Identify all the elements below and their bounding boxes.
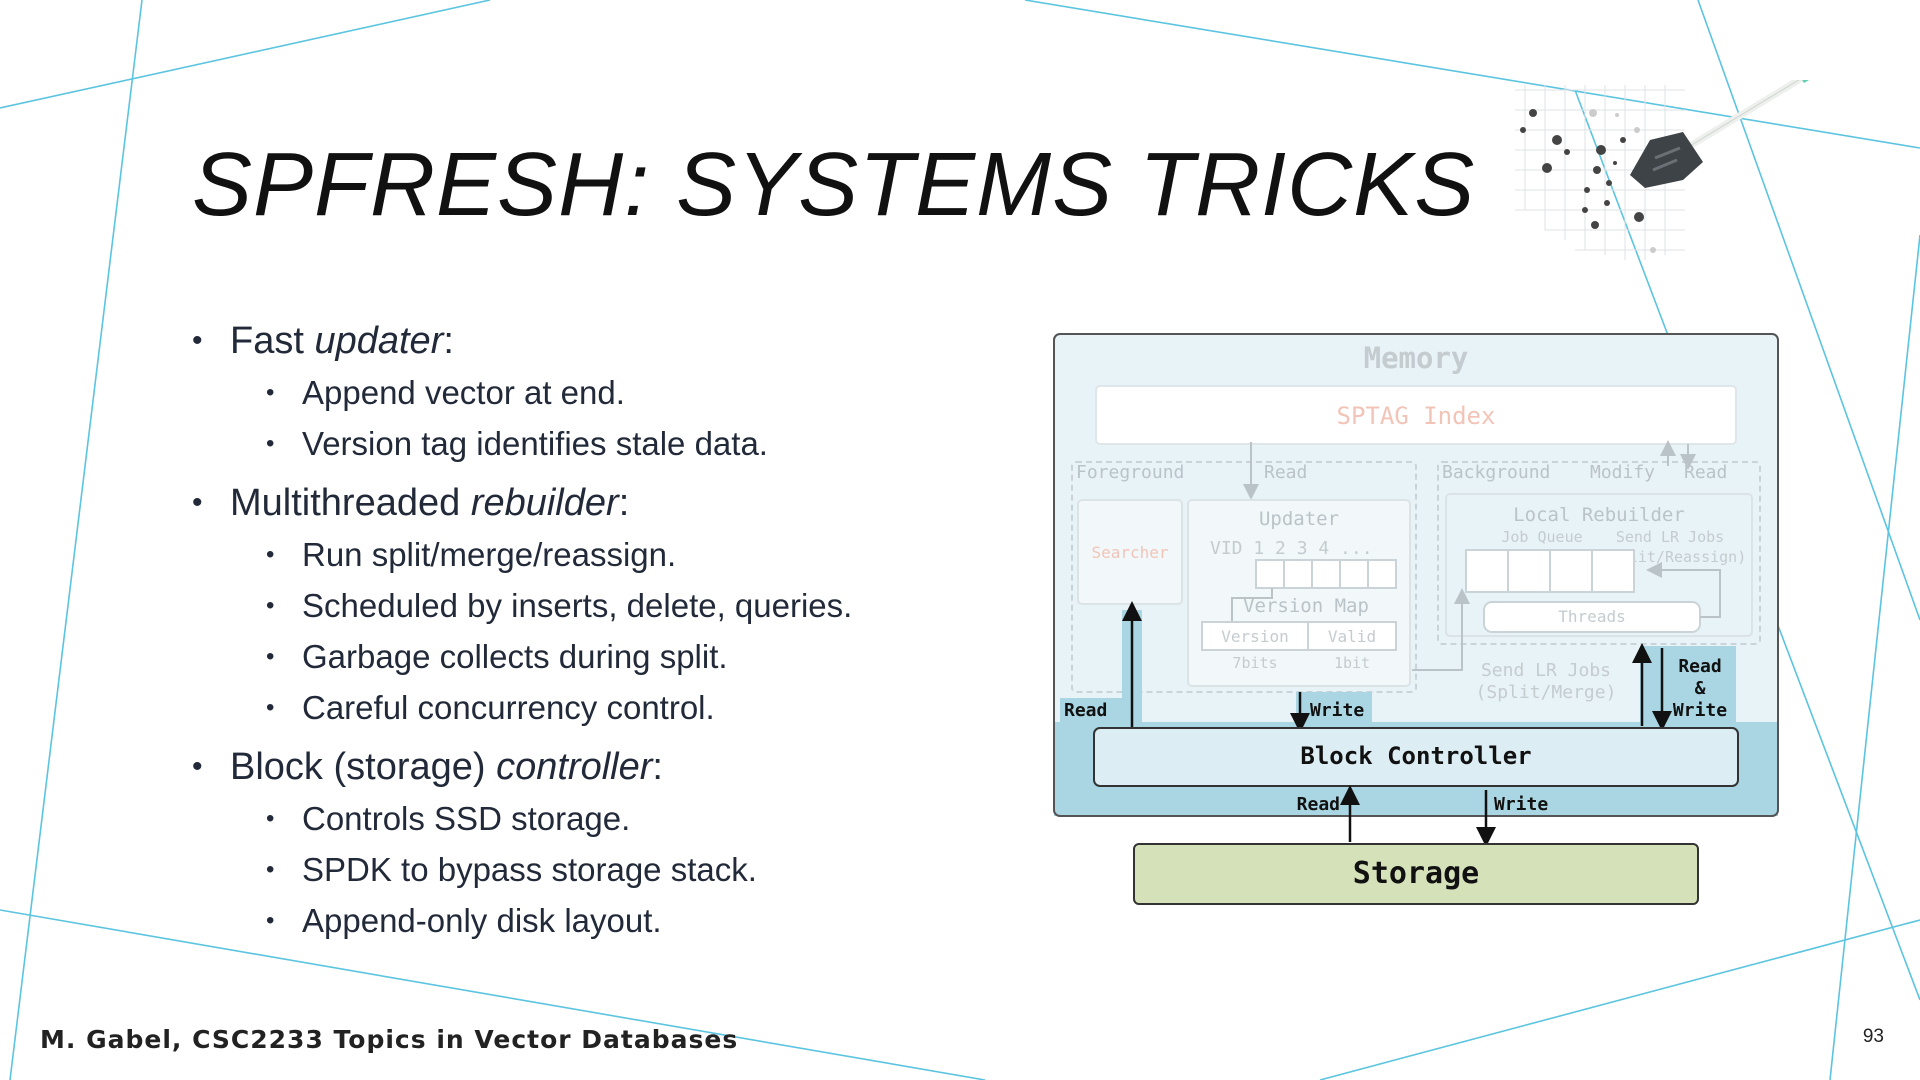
sub-bullet: Append vector at end. xyxy=(192,373,1022,413)
write-label-bottom: Write xyxy=(1494,794,1548,815)
send-lr-jobs-a: Send LR Jobs xyxy=(1616,528,1724,546)
read-label-left: Read xyxy=(1064,700,1107,721)
bullet-list: Fast updater: Append vector at end. Vers… xyxy=(192,318,1022,941)
spfresh-architecture-diagram: Memory SPTAG Index Foreground Read Searc… xyxy=(1053,333,1779,905)
read-label-top: Read xyxy=(1264,462,1307,483)
version-cell-label: Version xyxy=(1221,627,1288,646)
vid-row: VID 1 2 3 4 ... xyxy=(1210,538,1373,559)
local-rebuilder-box xyxy=(1445,493,1753,637)
background-label: Background xyxy=(1442,462,1550,483)
bullet-multithreaded-rebuilder: Multithreaded rebuilder: xyxy=(192,480,1022,526)
slide-title: SPFRESH: SYSTEMS TRICKS xyxy=(192,135,1476,235)
sub-bullet: Careful concurrency control. xyxy=(192,688,1022,728)
job-queue-cells xyxy=(1465,549,1635,593)
read-label-bg: Read xyxy=(1684,462,1727,483)
sub-bullet: Run split/merge/reassign. xyxy=(192,535,1022,575)
write-label-mid: Write xyxy=(1310,700,1364,721)
sub-bullet: Version tag identifies stale data. xyxy=(192,424,1022,464)
bullet-fast-updater: Fast updater: xyxy=(192,318,1022,364)
block-controller-label: Block Controller xyxy=(1300,742,1531,770)
sub-bullet: SPDK to bypass storage stack. xyxy=(192,850,1022,890)
shovel-icon xyxy=(1515,80,1817,260)
storage-label: Storage xyxy=(1353,856,1479,891)
send-lr-jobs-b: Send LR Jobs xyxy=(1481,660,1611,681)
split-merge-label: (Split/Merge) xyxy=(1476,682,1617,703)
searcher-label: Searcher xyxy=(1091,543,1168,562)
valid-cell xyxy=(1307,621,1397,651)
read-label-right: Read xyxy=(1678,656,1721,677)
sub-bullet: Controls SSD storage. xyxy=(192,799,1022,839)
bullet-block-controller: Block (storage) controller: xyxy=(192,744,1022,790)
storage-box xyxy=(1133,843,1699,905)
sub-bullet: Scheduled by inserts, delete, queries. xyxy=(192,586,1022,626)
version-map-label: Version Map xyxy=(1243,595,1369,617)
amp-label: & xyxy=(1695,678,1706,699)
write-label-right: Write xyxy=(1673,700,1727,721)
updater-label: Updater xyxy=(1259,508,1339,530)
bits7-label: 7bits xyxy=(1232,654,1277,672)
sptag-index-label: SPTAG Index xyxy=(1337,402,1496,430)
bit1-label: 1bit xyxy=(1334,654,1370,672)
sub-bullet: Garbage collects during split. xyxy=(192,637,1022,677)
block-controller-box xyxy=(1093,727,1739,787)
split-reassign-label: (Split/Reassign) xyxy=(1602,548,1747,566)
job-queue-label: Job Queue xyxy=(1501,528,1582,546)
memory-label: Memory xyxy=(1364,341,1469,375)
sptag-index-box xyxy=(1095,385,1737,445)
read-label-bottom: Read xyxy=(1297,794,1340,815)
page-number: 93 xyxy=(1862,1026,1884,1047)
footer-credit: M. Gabel, CSC2233 Topics in Vector Datab… xyxy=(40,1025,739,1054)
threads-label: Threads xyxy=(1558,607,1625,626)
foreground-region xyxy=(1071,461,1417,693)
local-rebuilder-label: Local Rebuilder xyxy=(1513,504,1685,526)
modify-label: Modify xyxy=(1590,462,1655,483)
valid-cell-label: Valid xyxy=(1328,627,1376,646)
sub-bullet: Append-only disk layout. xyxy=(192,901,1022,941)
vid-cells xyxy=(1255,559,1397,589)
foreground-label: Foreground xyxy=(1076,462,1184,483)
